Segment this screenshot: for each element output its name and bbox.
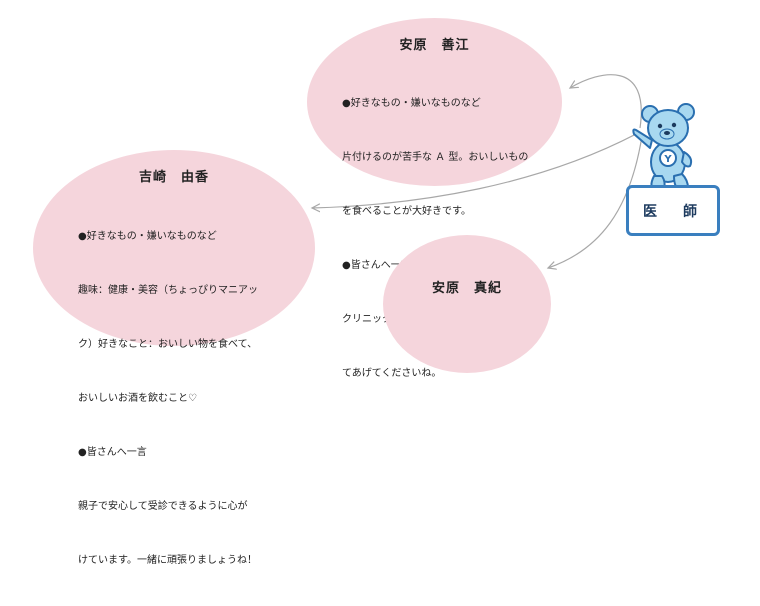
profile-line: けています。一緒に頑張りましょうね！ xyxy=(78,552,258,570)
profile-line: を食べることが大好きです。 xyxy=(342,203,532,221)
profile-line: ク）好きなこと：おいしい物を食べて、 xyxy=(78,336,258,354)
profile-bubble-yasuhara-maki: 安原 真紀 xyxy=(383,235,551,373)
profile-bubble-yasuhara-yoshie: 安原 善江 ●好きなもの・嫌いなものなど 片付けるのが苦手な Ａ 型。おいしいも… xyxy=(307,18,562,186)
profile-line: 片付けるのが苦手な Ａ 型。おいしいもの xyxy=(342,149,532,167)
role-label-box: 医 師 xyxy=(626,185,720,236)
role-label: 医 師 xyxy=(643,201,703,221)
profile-name: 安原 善江 xyxy=(307,34,562,53)
profile-line: ●皆さんへ一言 xyxy=(78,444,258,462)
profile-name: 吉崎 由香 xyxy=(33,166,315,185)
profile-line: ●好きなもの・嫌いなものなど xyxy=(78,228,258,246)
profile-line: おいしいお酒を飲むこと♡ xyxy=(78,390,258,408)
mascot-badge: Y xyxy=(663,154,672,165)
profile-name: 安原 真紀 xyxy=(383,277,551,296)
profile-text: ●好きなもの・嫌いなものなど 趣味：健康・美容（ちょっぴりマニアッ ク）好きなこ… xyxy=(78,192,258,606)
profile-bubble-yoshizaki-yuka: 吉崎 由香 ●好きなもの・嫌いなものなど 趣味：健康・美容（ちょっぴりマニアッ … xyxy=(33,150,315,346)
profile-line: 親子で安心して受診できるように心が xyxy=(78,498,258,516)
profile-line: 趣味：健康・美容（ちょっぴりマニアッ xyxy=(78,282,258,300)
bear-mascot-icon: Y xyxy=(630,100,710,195)
profile-line: ●好きなもの・嫌いなものなど xyxy=(342,95,532,113)
